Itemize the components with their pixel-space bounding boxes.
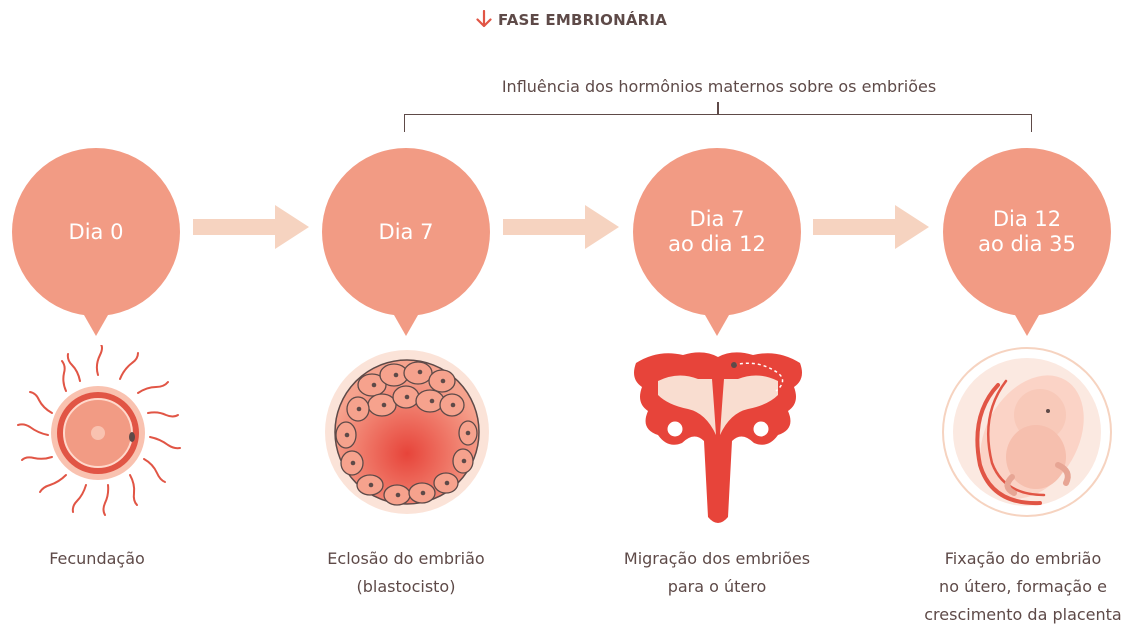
day-label: Dia 0	[68, 219, 124, 244]
caption-line: no útero, formação e	[939, 577, 1107, 596]
stage-marker-day-0: Dia 0	[12, 148, 180, 338]
section-header: FASE EMBRIONÁRIA	[0, 9, 1143, 32]
right-arrow-icon	[503, 205, 619, 249]
bubble-pointer	[80, 308, 112, 336]
day-bubble: Dia 0	[12, 148, 180, 316]
section-title: FASE EMBRIONÁRIA	[498, 11, 667, 29]
arrow-down-icon	[476, 9, 492, 32]
blastocyst-illustration	[325, 350, 489, 514]
caption-line: (blastocisto)	[356, 577, 456, 596]
day-label-line-2: ao dia 35	[978, 232, 1076, 256]
right-arrow-icon	[813, 205, 929, 249]
stage-caption: Migração dos embriões para o útero	[597, 545, 837, 601]
uterus-illustration	[634, 352, 802, 523]
stage-caption: Fecundação	[0, 545, 217, 573]
caption-line: Fecundação	[49, 549, 145, 568]
stage-marker-day-12-35: Dia 12 ao dia 35	[943, 148, 1111, 338]
day-label-line-2: ao dia 12	[668, 232, 766, 256]
day-label-line-1: Dia 7	[689, 207, 745, 231]
day-label: Dia 7	[378, 219, 434, 244]
caption-line: crescimento da placenta	[924, 605, 1122, 624]
day-bubble: Dia 7	[322, 148, 490, 316]
stage-caption: Eclosão do embrião (blastocisto)	[286, 545, 526, 601]
bracket-center-tick	[717, 102, 719, 115]
hormone-influence-bracket	[404, 114, 1032, 132]
day-label-line-1: Dia 12	[992, 207, 1062, 231]
bubble-pointer	[701, 308, 733, 336]
caption-line: para o útero	[667, 577, 767, 596]
caption-line: Eclosão do embrião	[327, 549, 485, 568]
caption-line: Migração dos embriões	[623, 549, 811, 568]
fetus-illustration	[942, 347, 1112, 517]
stage-marker-day-7-12: Dia 7 ao dia 12	[633, 148, 801, 338]
hormone-influence-label: Influência dos hormônios maternos sobre …	[501, 77, 937, 96]
bubble-pointer	[1011, 308, 1043, 336]
day-bubble: Dia 7 ao dia 12	[633, 148, 801, 316]
stage-caption: Fixação do embrião no útero, formação e …	[903, 545, 1143, 629]
caption-line: Fixação do embrião	[944, 549, 1102, 568]
right-arrow-icon	[193, 205, 309, 249]
fertilization-illustration	[17, 345, 181, 516]
day-bubble: Dia 12 ao dia 35	[943, 148, 1111, 316]
stage-marker-day-7: Dia 7	[322, 148, 490, 338]
bubble-pointer	[390, 308, 422, 336]
